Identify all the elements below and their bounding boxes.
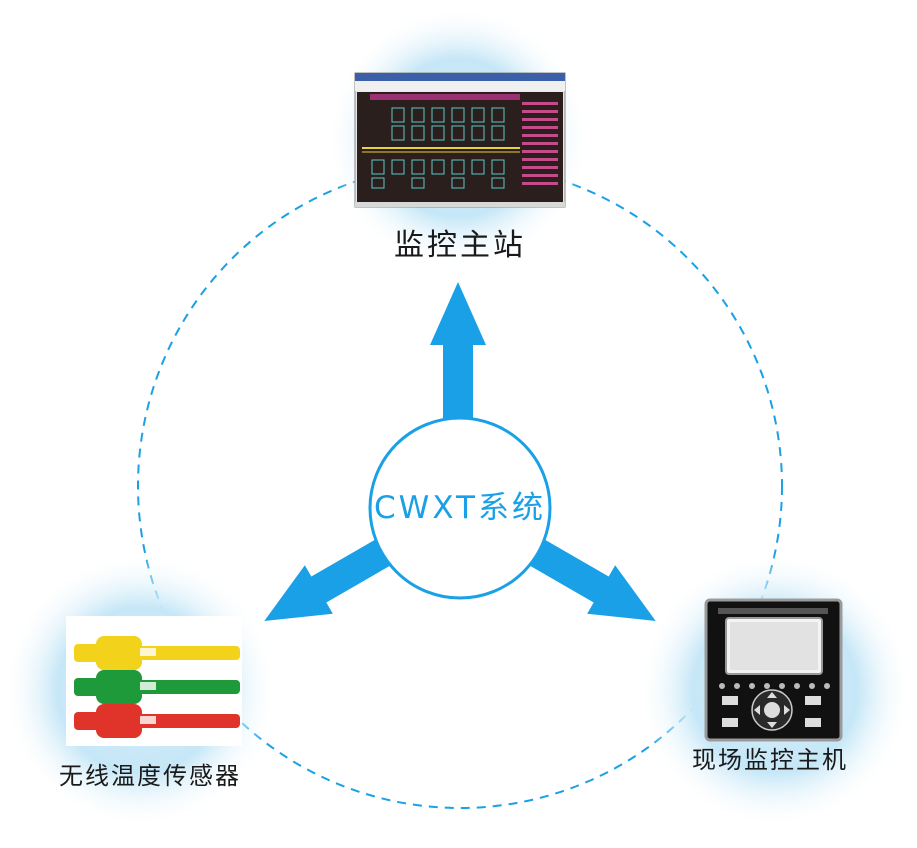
center-label: CWXT系统 [374,490,546,526]
sensor-yellow [74,636,240,670]
center-circle [368,416,552,600]
master-station-label: 监控主站 [394,228,526,263]
arrow-right [528,539,656,621]
sensor-red [74,704,240,738]
dashed-ring [137,163,783,809]
master-station-screen [354,72,566,208]
sensor-green [74,670,240,704]
sensor-label: 无线温度传感器 [59,762,241,790]
host-device [704,598,843,742]
arrow-left [264,539,392,621]
sensor-photo [66,616,242,746]
arrow-up [430,282,486,420]
host-label: 现场监控主机 [692,746,848,774]
